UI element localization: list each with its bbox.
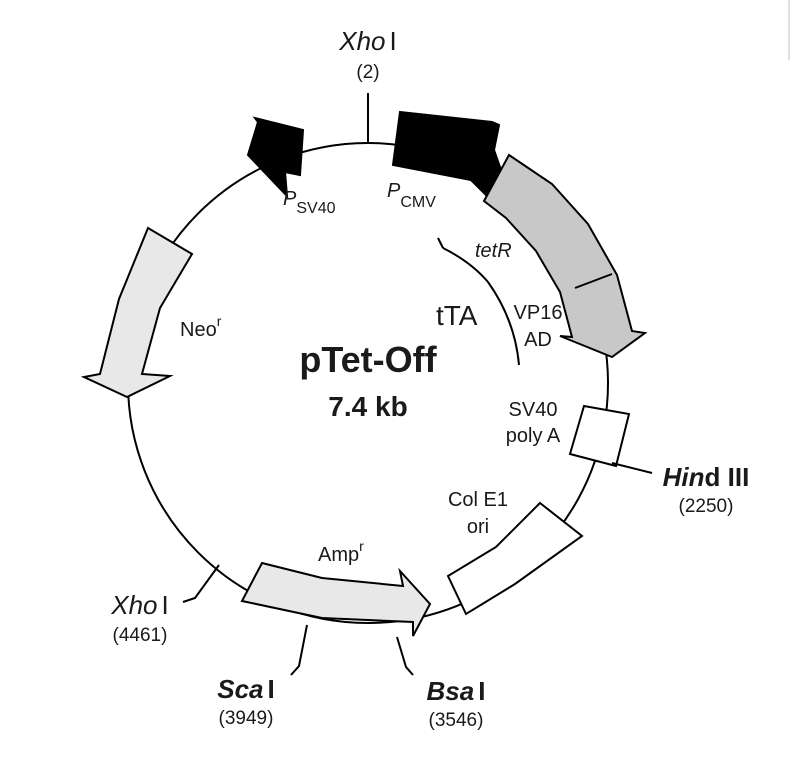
- xho-left-tick: [182, 564, 220, 603]
- pcmv-label: PCMV: [387, 180, 436, 211]
- bsa-position: (3546): [429, 710, 484, 731]
- colE1-label-line2: ori: [467, 516, 489, 538]
- hind-tick: [611, 462, 653, 474]
- vp16-label-line2: AD: [524, 329, 552, 351]
- tta-arrow: [482, 153, 648, 359]
- sv40-polya-label-line1: SV40: [509, 399, 558, 421]
- neo-arrow: [80, 226, 194, 399]
- colE1-box: [446, 501, 584, 616]
- tetr-arc: [442, 247, 520, 366]
- pcmv-arrow: [391, 110, 503, 200]
- plasmid-size: 7.4 kb: [328, 391, 407, 422]
- tetr-arc-tick: [437, 237, 444, 249]
- neo-label: Neor: [180, 313, 222, 341]
- amp-arrow: [240, 561, 432, 637]
- vp16-divider: [574, 273, 613, 289]
- xho-top-position: (2): [356, 62, 379, 83]
- psv40-label: PSV40: [283, 188, 336, 217]
- bsa-tick: [396, 636, 414, 676]
- plasmid-name: pTet-Off: [299, 339, 437, 380]
- colE1-label-line1: Col E1: [448, 489, 508, 511]
- hind-label: Hind III: [663, 462, 750, 492]
- amp-label: Ampr: [318, 538, 364, 566]
- hind-position: (2250): [679, 496, 734, 517]
- tetr-label: tetR: [475, 240, 512, 262]
- sv40-polya-label-line2: poly A: [506, 425, 561, 447]
- sv40-polya-box: [568, 404, 631, 468]
- tta-label: tTA: [436, 300, 478, 331]
- psv40-arrow: [246, 116, 305, 199]
- sca-position: (3949): [219, 708, 274, 729]
- vp16-label-line1: VP16: [514, 302, 563, 324]
- sca-tick: [290, 624, 308, 676]
- xho-left-position: (4461): [113, 625, 168, 646]
